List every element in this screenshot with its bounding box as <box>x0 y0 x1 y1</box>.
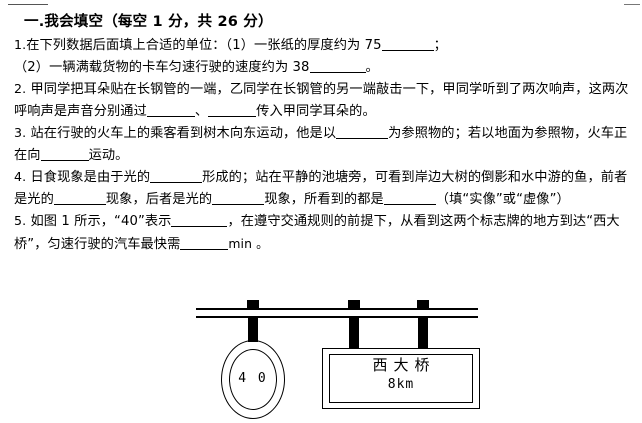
direction-board-inner-frame <box>329 354 473 403</box>
question-3-blank-2[interactable] <box>40 147 89 161</box>
question-5-blank-2[interactable] <box>180 236 229 250</box>
gantry-rail-top <box>196 308 478 310</box>
question-4-text-b: 形成的；站在平静的池塘旁，可看到岸边大树的倒影和水中游的鱼，前者是光的 <box>14 170 628 207</box>
question-3-text-b: 为参照物的；若以地面为参照物，火车正在向 <box>14 126 628 163</box>
gantry-rail-bottom <box>196 316 478 318</box>
question-5-text-b: ，在遵守交通规则的前提下，从看到这两个标志牌的地方到达“西大桥”，匀速行驶的汽车… <box>14 214 620 252</box>
question-3-blank-1[interactable] <box>336 125 389 139</box>
question-2-text-a: 甲同学把耳朵贴在长钢管的一端，乙同学在长钢管的另一端敲击一下，甲同学听到了两次响… <box>14 82 629 119</box>
question-4-blank-2[interactable] <box>53 191 106 205</box>
section-heading: 一.我会填空（每空 1 分，共 26 分） <box>24 14 273 30</box>
direction-board-outer-frame <box>322 348 480 409</box>
question-5-number: 5. <box>14 213 27 228</box>
question-4-text-e: （填“实像”或“虚像”） <box>435 191 570 207</box>
question-2-blank-2[interactable] <box>208 103 257 117</box>
question-3-number: 3. <box>14 125 27 140</box>
direction-board-title: 西大桥 <box>372 356 436 374</box>
speed-limit-sign-outer-ring <box>221 340 285 419</box>
sign-pole-3 <box>418 316 428 348</box>
question-5-blank-1[interactable] <box>171 213 228 227</box>
question-1-line2: （2）一辆满载货物的卡车匀速行驶的速度约为 38 。 <box>14 57 630 79</box>
question-1-line1-text: 在下列数据后面填上合适的单位：（1）一张纸的厚度约为 75 <box>26 38 382 53</box>
speed-limit-sign-value: 4 0 <box>238 371 268 386</box>
scan-crop-mark-left <box>8 4 48 5</box>
question-2-blank-1[interactable] <box>146 103 195 117</box>
pole-cap-1 <box>247 300 259 309</box>
question-2-number: 2. <box>14 81 27 96</box>
question-1-line2-tail: 。 <box>365 59 379 75</box>
question-3-text-a: 站在行驶的火车上的乘客看到树木向东运动，他是以 <box>30 126 337 141</box>
question-4-blank-1[interactable] <box>150 169 203 183</box>
question-1-line2-text: （2）一辆满载货物的卡车匀速行驶的速度约为 38 <box>14 59 310 75</box>
question-1-number: 1. <box>14 37 27 52</box>
question-3-text-c: 运动。 <box>88 147 129 163</box>
question-4-number: 4. <box>14 169 27 184</box>
sign-pole-1 <box>248 316 258 342</box>
question-1-blank-2[interactable] <box>309 59 366 73</box>
question-4: 4. 日食现象是由于光的形成的；站在平静的池塘旁，可看到岸边大树的倒影和水中游的… <box>14 166 630 210</box>
pole-cap-3 <box>417 300 429 309</box>
question-4-text-a: 日食现象是由于光的 <box>30 170 151 185</box>
question-3: 3. 站在行驶的火车上的乘客看到树木向东运动，他是以为参照物的；若以地面为参照物… <box>14 122 630 166</box>
question-4-blank-4[interactable] <box>383 191 436 205</box>
figure-1-road-signs: 4 0 西大桥 8km <box>0 296 642 423</box>
question-1-line1-tail: ； <box>433 38 447 53</box>
question-5-text-c: min 。 <box>228 235 269 251</box>
question-2: 2. 甲同学把耳朵贴在长钢管的一端，乙同学在长钢管的另一端敲击一下，甲同学听到了… <box>14 78 630 122</box>
sign-pole-2 <box>349 316 359 348</box>
question-2-text-b: 、 <box>194 103 209 119</box>
question-5: 5. 如图 1 所示，“40”表示，在遵守交通规则的前提下，从看到这两个标志牌的… <box>14 210 630 255</box>
speed-limit-sign-inner-ring <box>229 349 277 410</box>
question-2-text-c: 传入甲同学耳朵的。 <box>256 103 376 119</box>
question-1: 1.在下列数据后面填上合适的单位：（1）一张纸的厚度约为 75 ； <box>14 34 630 57</box>
question-4-text-d: 现象，所看到的都是 <box>264 191 384 207</box>
scan-crop-mark-right <box>624 4 640 5</box>
direction-board-distance: 8km <box>387 377 415 392</box>
question-4-blank-3[interactable] <box>212 191 265 205</box>
question-5-text-a: 如图 1 所示，“40”表示 <box>30 214 172 229</box>
pole-cap-2 <box>348 300 360 309</box>
question-1-blank-1[interactable] <box>381 37 434 51</box>
question-4-text-c: 现象，后者是光的 <box>105 191 213 207</box>
